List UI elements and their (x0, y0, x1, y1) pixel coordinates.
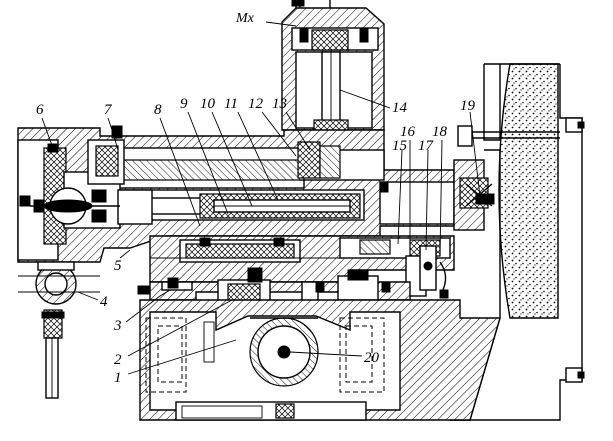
right-bearing-block (453, 125, 560, 231)
callout-4: 4 (100, 294, 108, 310)
callout-2: 2 (114, 352, 122, 368)
callout-14: 14 (392, 100, 408, 116)
label-torque: Mx (235, 11, 255, 26)
callout-20: 20 (364, 350, 380, 366)
callout-8: 8 (154, 102, 162, 118)
callout-19: 19 (460, 98, 476, 114)
left-pipe-assembly (18, 261, 100, 399)
callout-16: 16 (400, 124, 416, 140)
machine-bed (139, 299, 501, 421)
top-motor-housing (281, 0, 385, 149)
fasteners (19, 125, 391, 295)
left-gearbox (17, 139, 153, 261)
callout-11: 11 (224, 96, 238, 112)
callout-17: 17 (418, 138, 435, 154)
callout-18: 18 (432, 124, 448, 140)
callout-7: 7 (104, 102, 113, 118)
grinding-wheel (484, 63, 560, 319)
leader-lines (41, 21, 481, 375)
callout-13: 13 (272, 96, 287, 112)
callout-labels: Mx 1 2 3 4 5 6 7 8 9 10 11 12 13 14 15 1… (36, 11, 476, 386)
callout-12: 12 (248, 96, 264, 112)
callout-6: 6 (36, 102, 44, 118)
callout-3: 3 (113, 318, 122, 334)
callout-1: 1 (114, 370, 122, 386)
callout-15: 15 (392, 138, 408, 154)
callout-5: 5 (114, 258, 122, 274)
callout-9: 9 (180, 96, 188, 112)
callout-10: 10 (200, 96, 216, 112)
